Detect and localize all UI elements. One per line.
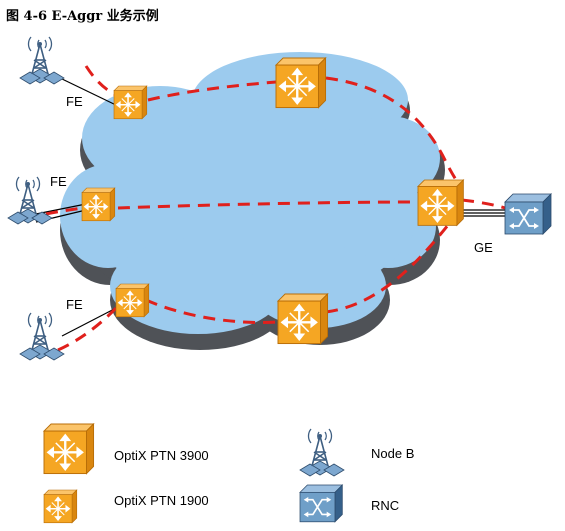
fe-label: FE (66, 297, 83, 312)
nodeb-icon (19, 312, 65, 361)
ge-label: GE (474, 240, 493, 255)
legend-ptn3900-icon (42, 422, 95, 475)
service-paths (45, 65, 506, 352)
ptn1900-icon (113, 85, 148, 120)
nodeb-icon (7, 176, 53, 225)
fe-label: FE (66, 94, 83, 109)
ge-link (458, 209, 505, 217)
rnc-icon (504, 193, 552, 235)
legend: OptiX PTN 3900 OptiX PTN 1900 Node B RNC (42, 422, 414, 524)
ptn3900-icon (416, 178, 465, 227)
ptn3900-icon (276, 292, 329, 345)
fe-label: FE (50, 174, 67, 189)
figure-caption: 图 4-6 E-Aggr 业务示例 (6, 9, 159, 24)
legend-ptn1900-label: OptiX PTN 1900 (114, 493, 209, 508)
legend-rnc-label: RNC (371, 498, 399, 513)
cloud-network (60, 52, 440, 334)
nodeb-icon (19, 36, 65, 85)
legend-ptn3900-label: OptiX PTN 3900 (114, 448, 209, 463)
ptn3900-icon (274, 56, 327, 109)
legend-nodeb-label: Node B (371, 446, 414, 461)
legend-ptn1900-icon (43, 489, 78, 524)
ptn1900-icon (81, 187, 116, 222)
legend-nodeb-icon (299, 428, 345, 477)
legend-rnc-icon (299, 484, 344, 523)
ptn1900-icon (115, 283, 150, 318)
